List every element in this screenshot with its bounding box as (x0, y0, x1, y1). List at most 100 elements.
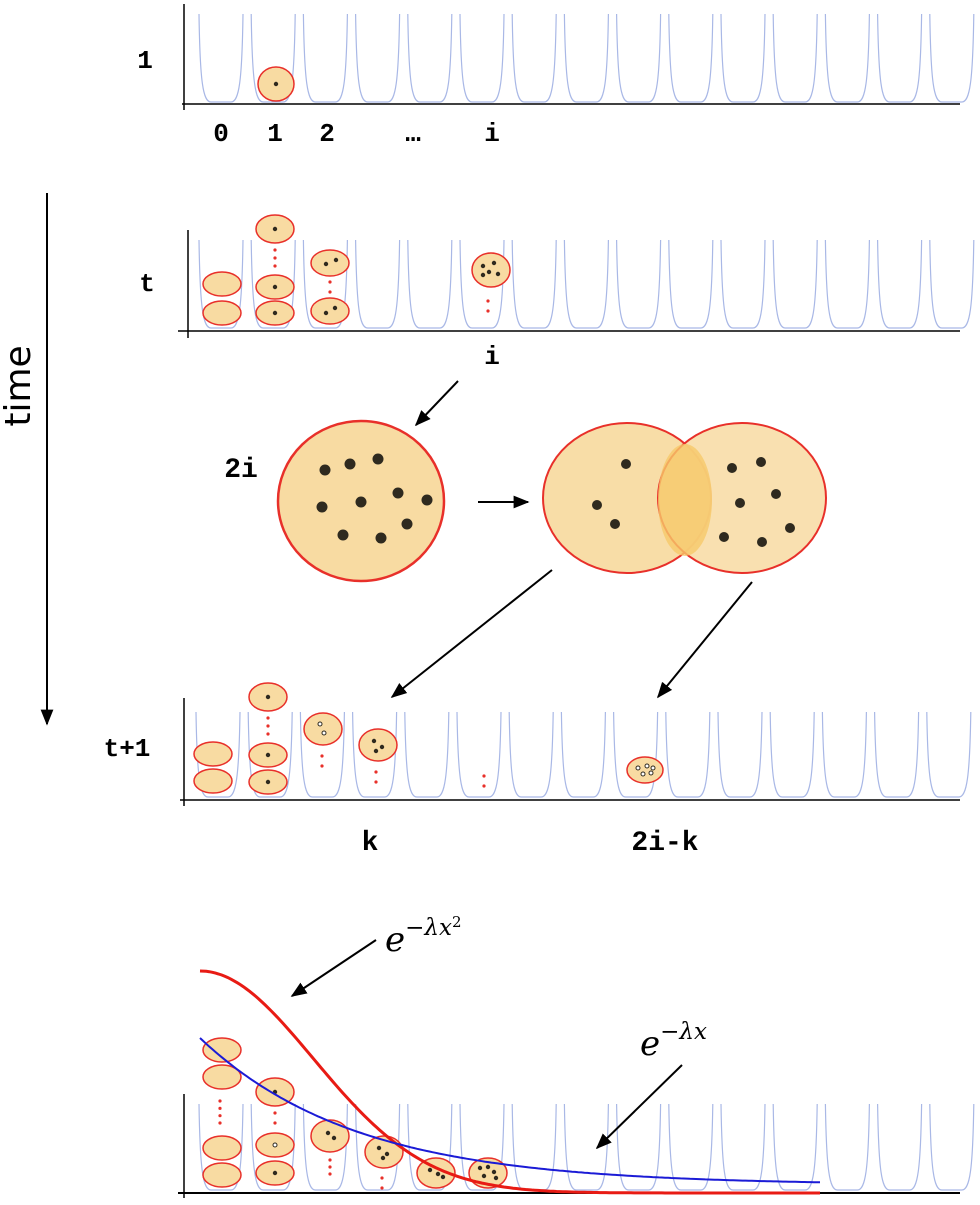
gaussian-curve (199, 969, 820, 1195)
well (511, 239, 557, 329)
exponential-label-base: e (640, 1024, 660, 1064)
cell-dot (319, 464, 331, 476)
well (355, 13, 401, 103)
slot-label-ellipsis: … (405, 119, 421, 149)
row-label-t-plus-1: t+1 (104, 734, 151, 764)
red-dot (273, 1121, 277, 1125)
exponential-curve (199, 1037, 820, 1184)
cell-body (468, 1157, 508, 1189)
cell (471, 252, 511, 288)
well (772, 13, 818, 103)
cell (255, 274, 295, 300)
cell-body (416, 1157, 456, 1189)
cell-dot (371, 738, 377, 744)
cell-dot (380, 1155, 386, 1161)
cell-dot (384, 1151, 390, 1157)
red-dot (218, 1114, 222, 1118)
well (665, 711, 711, 798)
red-dot (486, 299, 490, 303)
gaussian-label-exponent: −λx (405, 915, 452, 941)
wells-row-t-plus-1 (195, 711, 972, 798)
cell-dot (392, 487, 404, 499)
cell-body (358, 728, 398, 762)
well (929, 13, 975, 103)
well (668, 13, 714, 103)
cell (255, 1160, 295, 1186)
slot-label-0: 0 (213, 119, 229, 149)
time-label: time (0, 345, 39, 426)
cell-dot (272, 310, 278, 316)
cell-dot (331, 1135, 337, 1141)
red-dot (482, 784, 486, 788)
well (821, 711, 867, 798)
well (198, 13, 244, 103)
red-dot (273, 1111, 277, 1115)
cells-decay (202, 1037, 508, 1190)
ellipsis-dots (328, 280, 332, 294)
ellipsis-dots (482, 774, 486, 788)
cell (255, 214, 295, 244)
cell-dot (495, 271, 501, 277)
cell-dot (321, 730, 327, 736)
cell-dot (486, 269, 492, 275)
cell-body (626, 756, 664, 784)
ellipsis-dots (273, 1111, 277, 1125)
overlap-region (658, 444, 712, 556)
cell-dot (635, 765, 641, 771)
cell (248, 742, 288, 768)
row-label-t: t (139, 269, 155, 299)
well (926, 711, 972, 798)
well (511, 13, 557, 103)
red-dot (273, 264, 277, 268)
well (198, 1103, 244, 1191)
cell (202, 1135, 242, 1161)
cell-body (202, 1162, 242, 1188)
cell-dot (272, 1142, 278, 1148)
cell-dot (493, 1175, 499, 1181)
slot-label-2: 2 (319, 119, 335, 149)
cell-dot (640, 771, 646, 777)
red-dot (218, 1121, 222, 1125)
arrow-to-k (390, 569, 553, 698)
well (563, 239, 609, 329)
cell-dot (401, 518, 413, 530)
cell (416, 1157, 456, 1189)
cell (202, 1064, 242, 1090)
cell-body (303, 712, 343, 746)
red-dot (328, 290, 332, 294)
red-dot (218, 1106, 222, 1110)
arrow-to-parent (414, 380, 459, 427)
well (824, 239, 870, 329)
cell-dot (272, 1170, 278, 1176)
arrow-gaussian (290, 939, 377, 997)
arrow-to-2i-k (656, 581, 753, 699)
cell-dot (650, 765, 656, 771)
well (874, 711, 920, 798)
well (302, 239, 348, 329)
well (247, 711, 293, 798)
red-dot (380, 1176, 384, 1180)
cell (310, 249, 350, 277)
well (772, 239, 818, 329)
well (668, 1103, 714, 1191)
red-dot (320, 754, 324, 758)
cell-dot (272, 284, 278, 290)
cell (468, 1157, 508, 1189)
well (250, 13, 296, 103)
arrow-exponential (595, 1064, 683, 1150)
well (668, 239, 714, 329)
cell-dot (435, 1171, 441, 1177)
well (511, 1103, 557, 1191)
ellipsis-dots (218, 1099, 222, 1125)
cell-dot (344, 458, 356, 470)
well (616, 13, 662, 103)
cell-dot (757, 537, 767, 547)
well (877, 1103, 923, 1191)
cell-body (364, 1135, 404, 1169)
cell-dot (785, 523, 795, 533)
cell (248, 682, 288, 712)
red-dot (374, 770, 378, 774)
gaussian-label: e−λx2 (385, 913, 462, 960)
cell (202, 300, 242, 326)
